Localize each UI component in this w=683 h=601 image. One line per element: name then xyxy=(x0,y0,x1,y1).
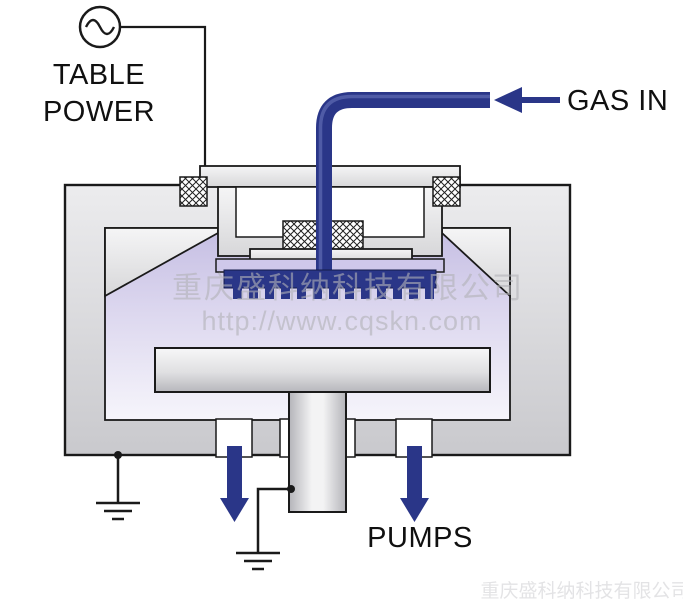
wafer-table xyxy=(154,347,491,393)
ground-icon-chamber xyxy=(96,451,140,521)
ground-icon-pedestal xyxy=(236,485,295,571)
table-power-label-line2: POWER xyxy=(43,96,155,128)
sine-wave-icon xyxy=(84,18,116,36)
pump-arrow-left-icon xyxy=(220,446,249,522)
watermark-url: http://www.cqskn.com xyxy=(201,306,482,336)
gas-pipe xyxy=(316,92,490,278)
ac-power-wire xyxy=(120,25,207,178)
table-power-label-line1: TABLE xyxy=(53,59,145,91)
gas-in-arrow-icon xyxy=(494,87,560,113)
gas-pipe-highlight xyxy=(318,94,490,275)
ac-source-icon xyxy=(78,5,122,49)
table-pedestal xyxy=(288,391,347,513)
watermark-corner: 重庆盛科纳科技有限公司 xyxy=(480,580,683,601)
lid-clamp-left xyxy=(179,176,208,207)
pump-arrow-right-icon xyxy=(400,446,429,522)
gas-in-label: GAS IN xyxy=(567,85,668,117)
watermark-company: 重庆盛科纳科技有限公司 xyxy=(172,272,524,305)
lid-clamp-right xyxy=(432,176,461,207)
showerhead-nozzles xyxy=(233,287,434,299)
pumps-label: PUMPS xyxy=(367,522,473,554)
